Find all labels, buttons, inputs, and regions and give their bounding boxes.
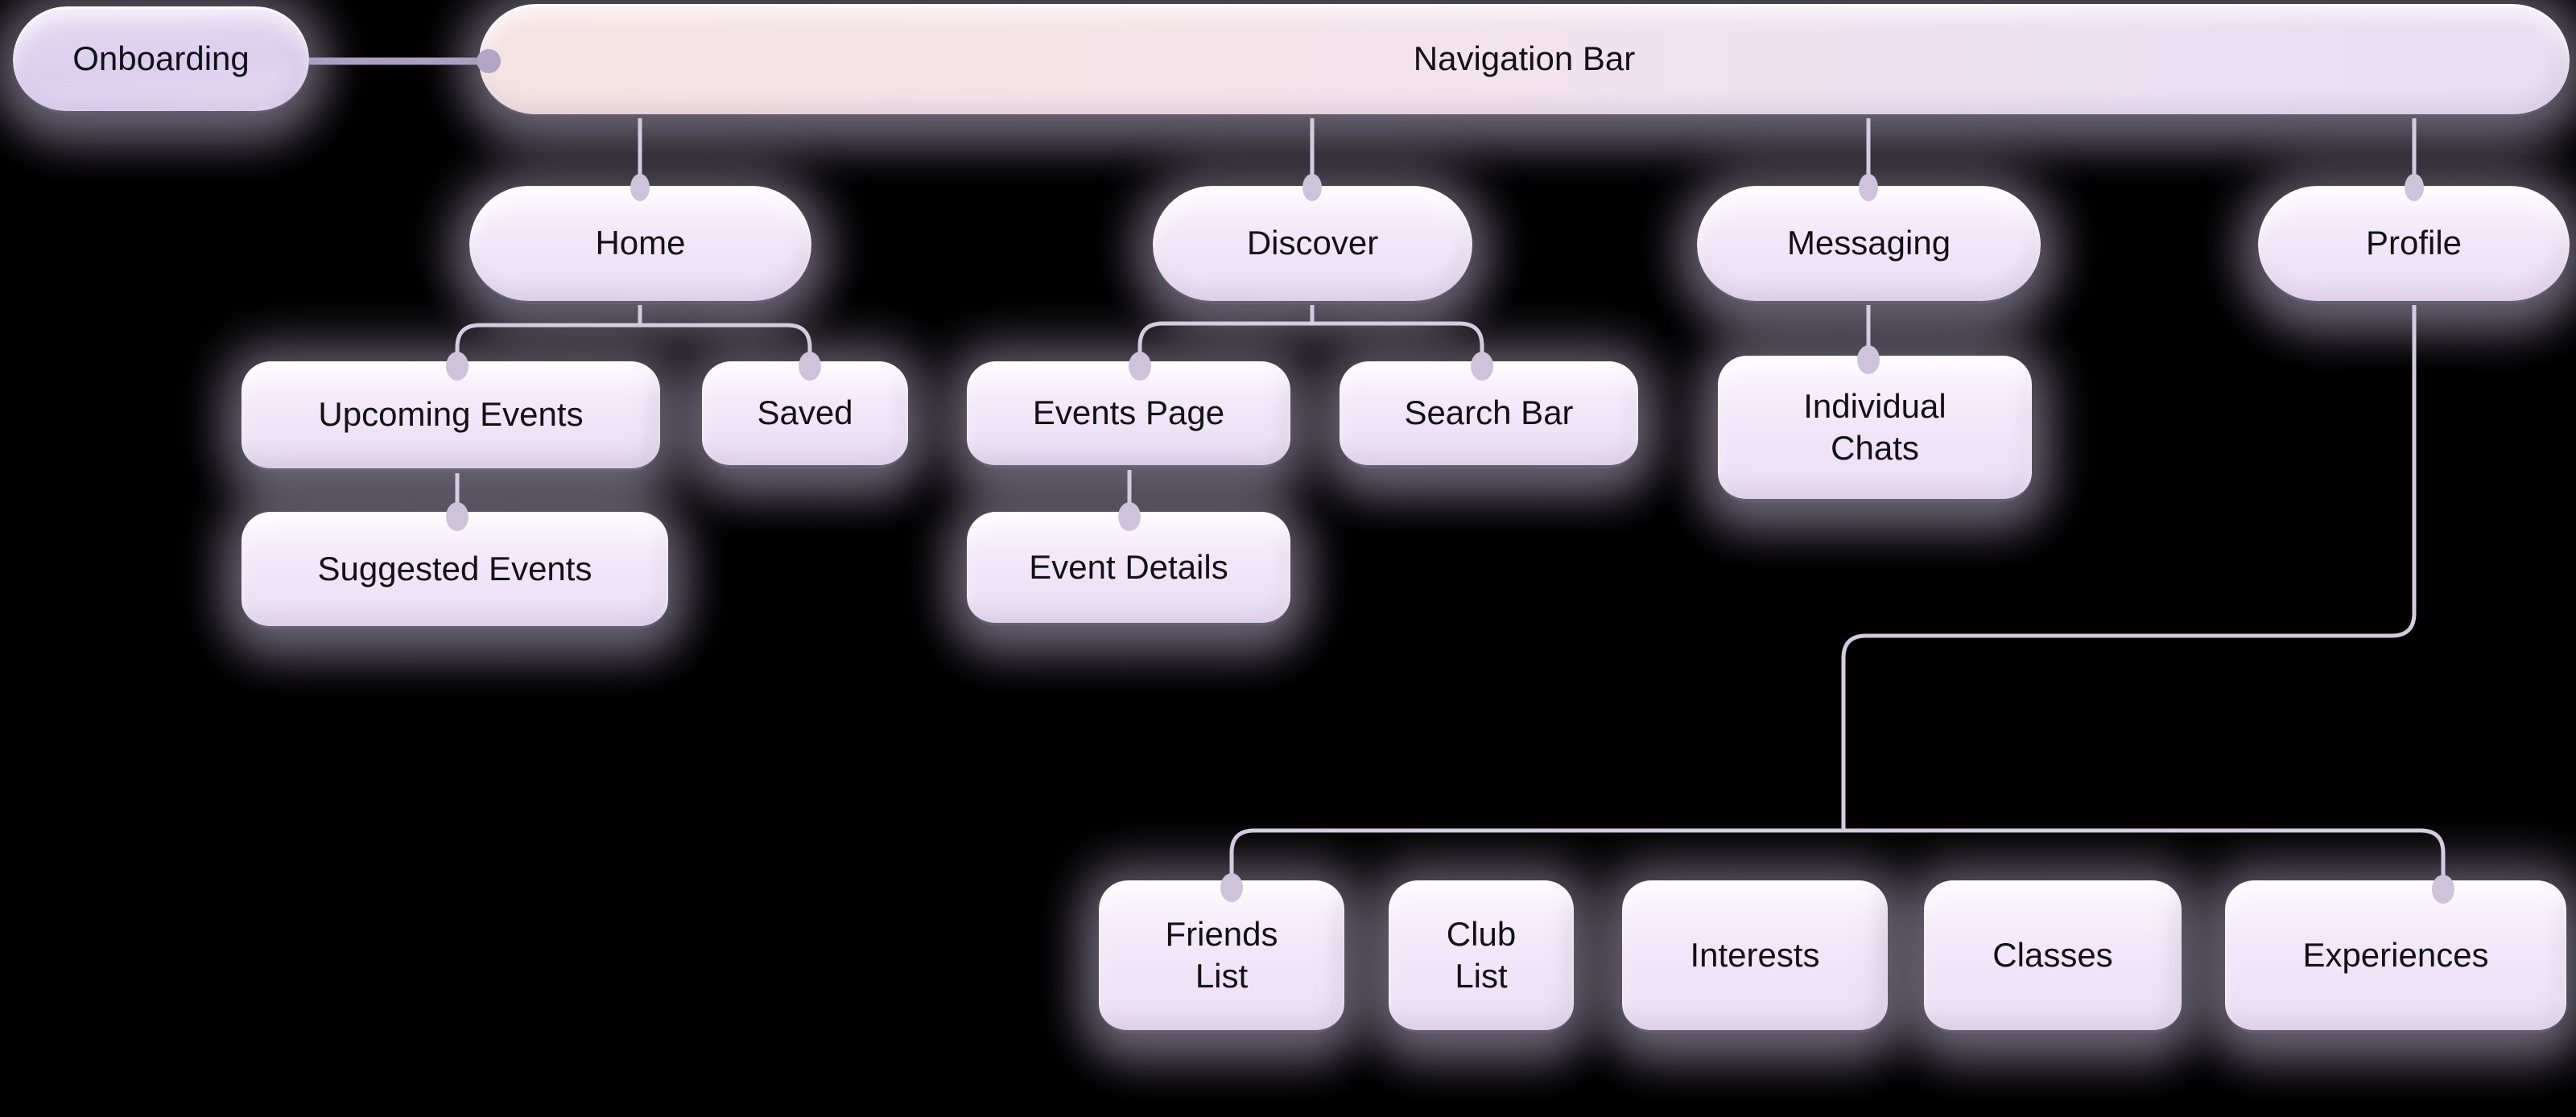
node-home[interactable]: Home [469, 186, 811, 304]
node-discover-label: Discover [1246, 224, 1379, 262]
node-discover[interactable]: Discover [1153, 186, 1472, 304]
node-club-list[interactable]: Club List [1389, 880, 1574, 1033]
node-events-page[interactable]: Events Page [967, 361, 1290, 468]
node-upcoming-events[interactable]: Upcoming Events [242, 361, 660, 472]
node-onboarding[interactable]: Onboarding [13, 6, 309, 114]
node-event-details-label: Event Details [1029, 547, 1228, 586]
node-interests[interactable]: Interests [1622, 880, 1888, 1033]
node-interests-label: Interests [1690, 935, 1820, 974]
node-events-page-label: Events Page [1032, 394, 1225, 432]
node-club-list-label: Club List [1446, 914, 1517, 995]
node-saved-label: Saved [757, 394, 853, 432]
node-experiences-label: Experiences [2302, 935, 2489, 974]
node-home-label: Home [595, 224, 686, 262]
node-search-bar-label: Search Bar [1404, 394, 1574, 432]
edge-discover-bracket [1137, 321, 1484, 362]
node-messaging-label: Messaging [1786, 224, 1951, 262]
node-messaging[interactable]: Messaging [1697, 186, 2041, 304]
node-profile[interactable]: Profile [2258, 186, 2570, 304]
node-suggested-events-label: Suggested Events [317, 549, 592, 587]
node-navigation-bar-label: Navigation Bar [1413, 39, 1636, 78]
node-individual-chats[interactable]: Individual Chats [1718, 356, 2032, 502]
node-suggested-events[interactable]: Suggested Events [242, 512, 668, 629]
node-upcoming-events-label: Upcoming Events [318, 395, 584, 434]
edge-home-bracket [455, 323, 812, 362]
node-navigation-bar[interactable]: Navigation Bar [479, 4, 2570, 117]
node-event-details[interactable]: Event Details [967, 512, 1290, 626]
node-search-bar[interactable]: Search Bar [1340, 361, 1638, 468]
node-friends-list-label: Friends List [1165, 914, 1278, 995]
node-onboarding-label: Onboarding [72, 39, 250, 77]
node-profile-label: Profile [2365, 224, 2462, 262]
node-friends-list[interactable]: Friends List [1099, 880, 1344, 1033]
node-classes[interactable]: Classes [1924, 880, 2182, 1033]
node-individual-chats-label: Individual Chats [1803, 386, 1946, 467]
node-experiences[interactable]: Experiences [2225, 880, 2566, 1033]
node-saved[interactable]: Saved [702, 361, 908, 468]
edge-profile-bracket [1229, 828, 2446, 885]
node-classes-label: Classes [1992, 935, 2113, 974]
